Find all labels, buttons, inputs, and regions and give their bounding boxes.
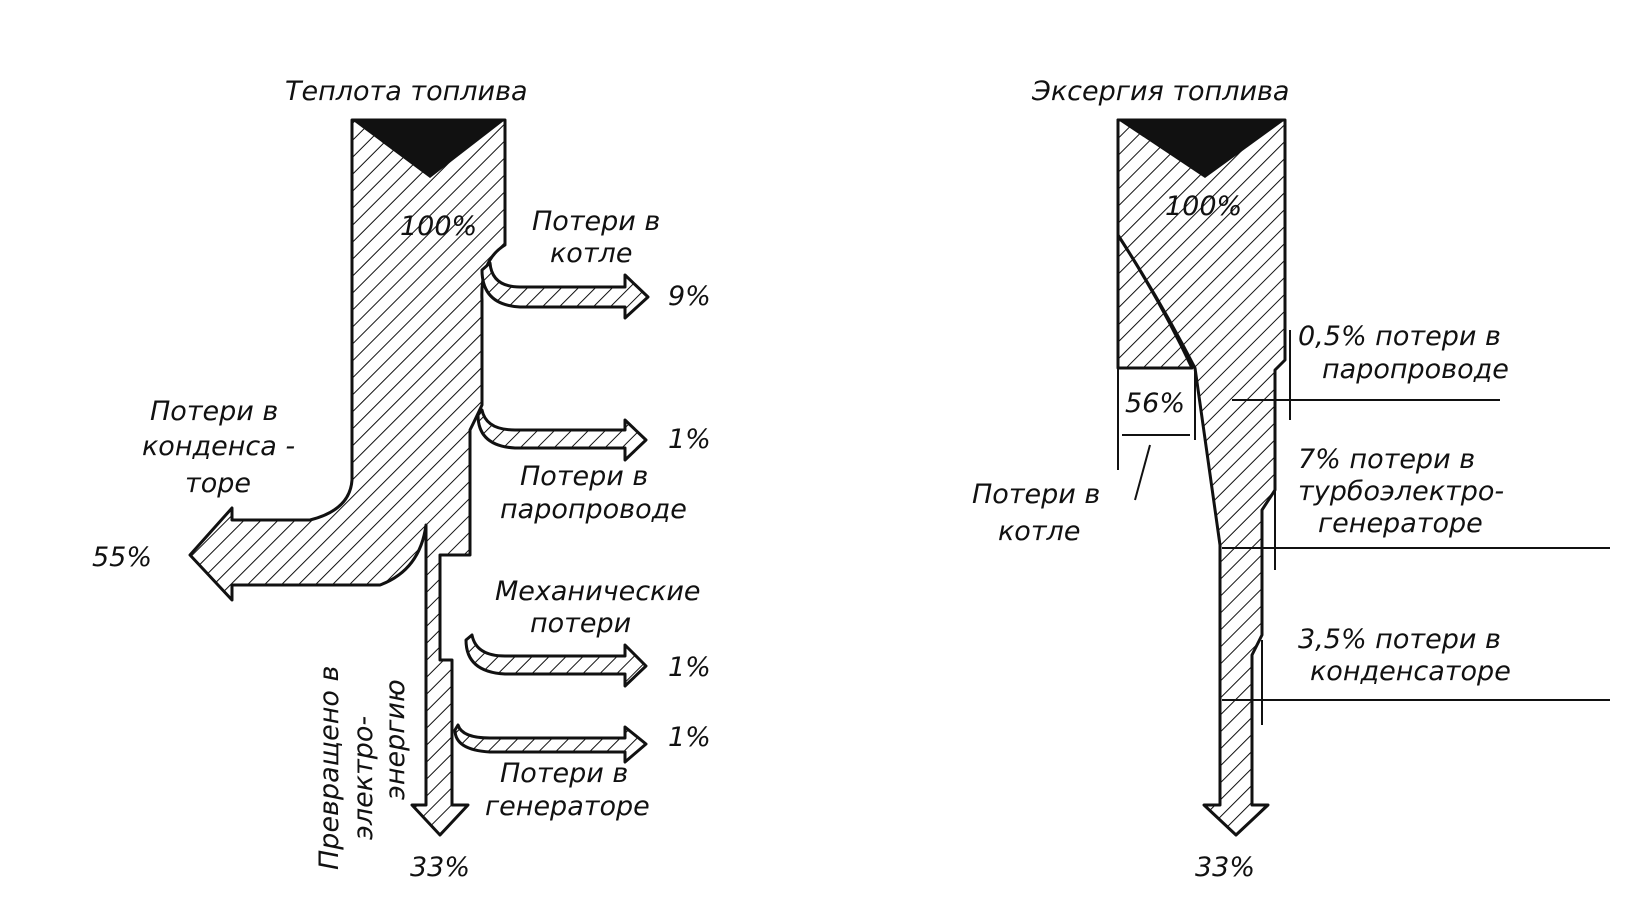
left-mechanical-loss-value: 1%: [668, 652, 711, 683]
right-fuel-input-triangle: [1118, 120, 1285, 178]
right-total-label: 100%: [1165, 191, 1242, 222]
left-mechanical-loss-label-1: Механические: [495, 576, 701, 607]
left-generator-loss-label-1: Потери в: [500, 758, 628, 789]
right-steamline-loss-line-1: 0,5% потери в: [1298, 321, 1501, 352]
left-fuel-input-triangle: [352, 120, 505, 178]
left-mechanical-loss-label-2: потери: [530, 608, 631, 639]
right-steamline-loss-line-2: паропроводе: [1322, 354, 1509, 385]
left-steamline-loss-label-1: Потери в: [520, 461, 648, 492]
left-energy-diagram: Теплота топлива 100% Потери в котле 9% 1…: [92, 76, 711, 883]
left-steamline-loss-value: 1%: [668, 424, 711, 455]
left-boiler-loss-arrow: [480, 261, 650, 320]
left-steamline-loss-label-2: паропроводе: [500, 494, 687, 525]
right-turbo-loss-line-2: турбоэлектро-: [1298, 476, 1504, 507]
left-total-label: 100%: [400, 211, 477, 242]
left-condenser-loss-label-2: конденса -: [142, 431, 295, 462]
left-steamline-loss-arrow: [476, 408, 648, 462]
right-output-value: 33%: [1195, 852, 1255, 883]
left-boiler-loss-label-1: Потери в: [532, 206, 660, 237]
right-title: Эксергия топлива: [1031, 76, 1289, 107]
left-title: Теплота топлива: [285, 76, 528, 107]
left-condenser-loss-label-3: торе: [185, 468, 251, 499]
left-generator-loss-arrow: [453, 723, 648, 764]
left-condenser-loss-label-1: Потери в: [150, 396, 278, 427]
right-boiler-loss-label-2: котле: [998, 516, 1080, 547]
right-condenser-loss-line-2: конденсаторе: [1310, 656, 1511, 687]
left-main-flow: [188, 118, 507, 837]
right-turbo-loss-line-1: 7% потери в: [1298, 444, 1475, 475]
left-condenser-loss-value: 55%: [92, 542, 152, 573]
left-generator-loss-label-2: генераторе: [485, 791, 650, 822]
left-output-label-3: энергию: [380, 679, 411, 800]
left-boiler-loss-value: 9%: [668, 281, 711, 312]
left-boiler-loss-label-2: котле: [550, 238, 632, 269]
right-turbo-loss-line-3: генераторе: [1318, 508, 1483, 539]
right-main-flow: [1116, 118, 1287, 837]
right-boiler-loss-label-1: Потери в: [972, 479, 1100, 510]
right-condenser-loss-line-1: 3,5% потери в: [1298, 624, 1501, 655]
left-generator-loss-value: 1%: [668, 722, 711, 753]
left-output-label-2: электро-: [348, 716, 379, 840]
left-mechanical-loss-arrow: [464, 633, 648, 688]
right-boiler-loss-value: 56%: [1125, 388, 1185, 419]
right-exergy-diagram: Эксергия топлива 100% 56% Потери в котле…: [972, 76, 1610, 883]
left-output-label-1: Превращено в: [314, 666, 345, 870]
left-output-value: 33%: [410, 852, 470, 883]
right-boiler-leader: [1134, 444, 1151, 501]
